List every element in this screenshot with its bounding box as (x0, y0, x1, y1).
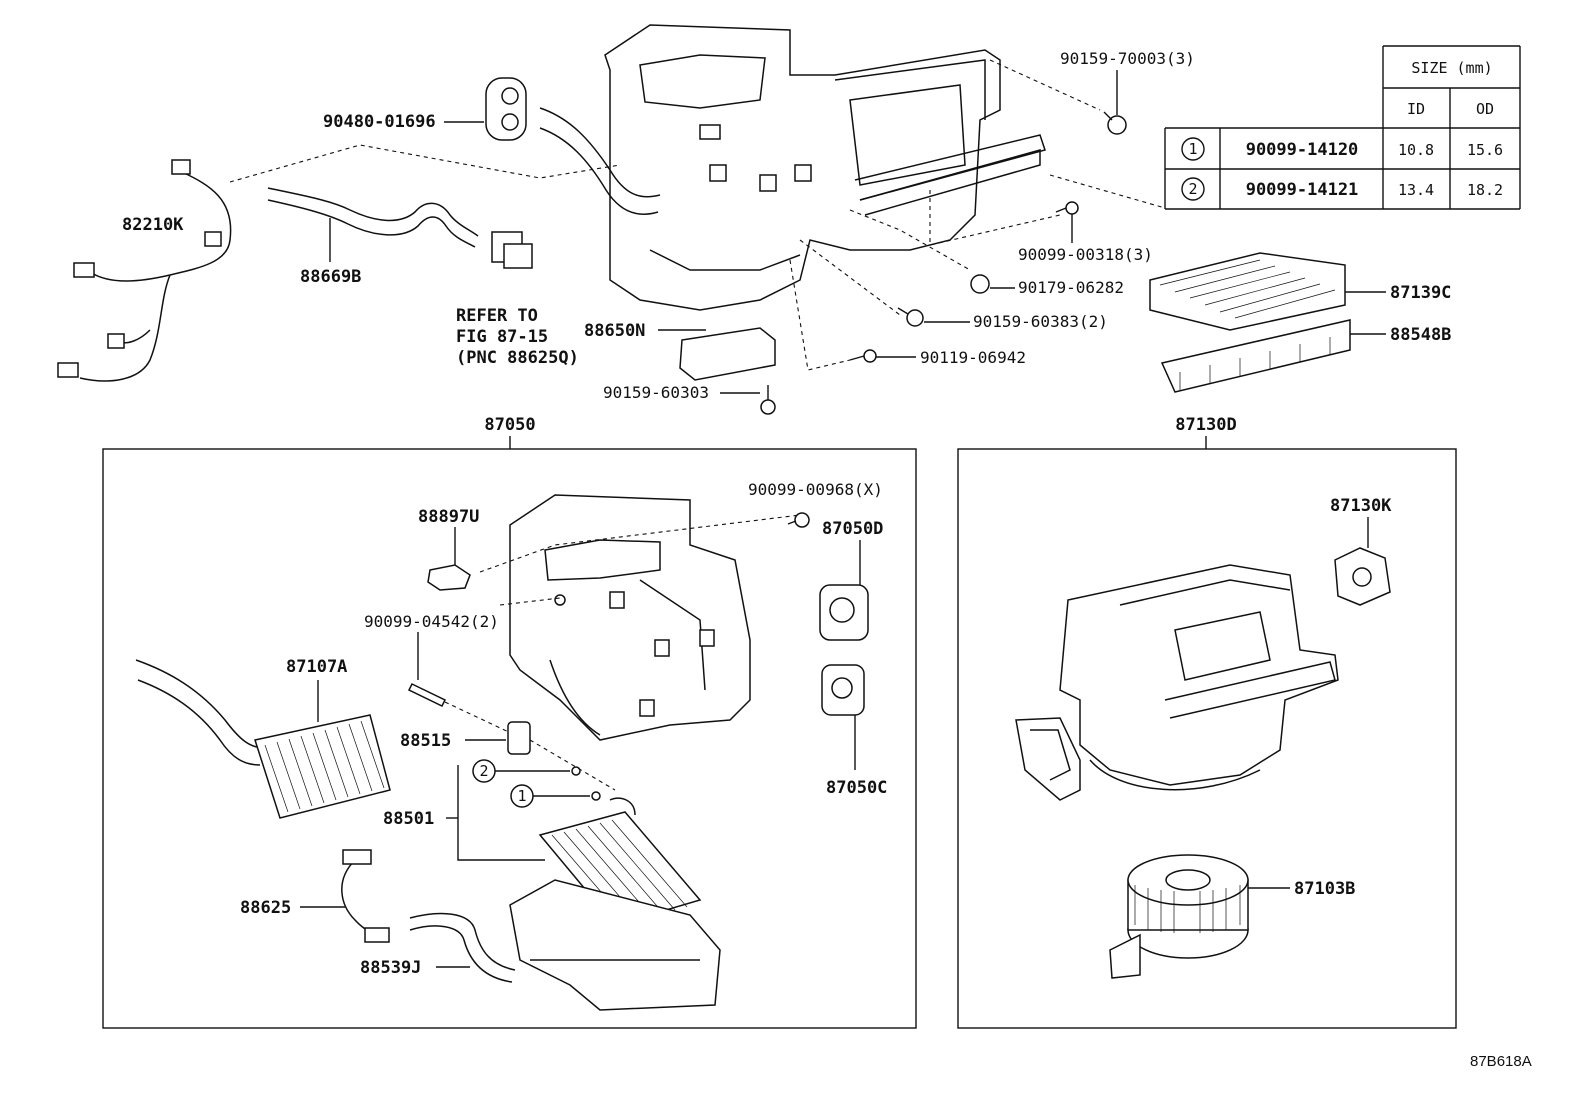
bolt-90099-04542-drawing (407, 632, 516, 736)
label-87050C: 87050C (826, 778, 887, 798)
blower-unit-drawing (1015, 564, 1339, 801)
lower-case-drawing (509, 879, 721, 1011)
label-88669B: 88669B (300, 267, 361, 287)
label-90480-01696: 90480-01696 (323, 112, 436, 132)
label-90099-04542: 90099-04542(2) (364, 612, 499, 631)
control-unit-88650N-drawing (658, 327, 776, 381)
filter-87139C-drawing (1149, 252, 1386, 331)
label-90159-60303: 90159-60303 (603, 383, 709, 402)
blower-motor-87103B-drawing (1109, 854, 1290, 979)
size-row-1-mark: 1 (1188, 140, 1197, 158)
size-table: SIZE (mm) ID OD 1 90099-14120 10.8 15.6 … (1164, 45, 1521, 210)
hose-88669B-drawing (267, 187, 479, 262)
label-pnc-88625q: (PNC 88625Q) (456, 348, 579, 368)
label-circle-1: 1 (517, 787, 526, 805)
top-dashed-leaders (229, 59, 1166, 371)
top-labels: 90480-01696 82210K 88669B REFER TO FIG 8… (122, 49, 1451, 402)
size-table-col-id: ID (1407, 100, 1425, 118)
label-88625: 88625 (240, 898, 291, 918)
actuator-87130K-drawing (1334, 517, 1391, 606)
drain-hose-88539J-drawing (409, 912, 516, 983)
size-row-1-od: 15.6 (1467, 141, 1503, 159)
heater-case-drawing (479, 494, 801, 741)
size-row-1-id: 10.8 (1398, 141, 1434, 159)
size-table-title: SIZE (mm) (1411, 59, 1492, 77)
label-87103B: 87103B (1294, 879, 1355, 899)
label-87050D: 87050D (822, 519, 883, 539)
box-87130D: 87130D (957, 415, 1457, 1029)
wire-88625-drawing (300, 849, 390, 943)
wire-harness-82210K-drawing (57, 159, 232, 382)
size-row-1-part: 90099-14120 (1246, 140, 1359, 160)
label-90159-70003: 90159-70003(3) (1060, 49, 1195, 68)
box-87050: 87050 (102, 415, 917, 1029)
label-88548B: 88548B (1390, 325, 1451, 345)
servo-87050D-drawing (819, 540, 869, 641)
filter-case-88548B-drawing (1160, 319, 1386, 393)
main-hvac-unit-drawing (539, 24, 1046, 311)
size-row-2-od: 18.2 (1467, 181, 1503, 199)
label-90179-06282: 90179-06282 (1018, 278, 1124, 297)
figure-id: 87B618A (1470, 1053, 1532, 1070)
heater-core-87107A-drawing (135, 659, 391, 819)
label-87107A: 87107A (286, 657, 347, 677)
grommet-90480-01696-drawing (444, 77, 527, 141)
box-87130D-labels: 87130K 87103B (1294, 496, 1392, 899)
label-88501: 88501 (383, 809, 434, 829)
label-fig-87-15: FIG 87-15 (456, 327, 548, 347)
label-82210K: 82210K (122, 215, 184, 235)
sensor-88897U-drawing (427, 527, 471, 591)
label-88539J: 88539J (360, 958, 421, 978)
label-90099-00318: 90099-00318(3) (1018, 245, 1153, 264)
box-87050-labels: 90099-00968(X) 88897U 87050D 90099-04542… (240, 480, 887, 978)
size-row-2-id: 13.4 (1398, 181, 1434, 199)
label-87130D: 87130D (1175, 415, 1236, 435)
label-88897U: 88897U (418, 507, 479, 527)
expansion-valve-88515-drawing (465, 721, 616, 791)
size-table-col-od: OD (1476, 100, 1494, 118)
label-90119-06942: 90119-06942 (920, 348, 1026, 367)
label-88650N: 88650N (584, 321, 645, 341)
o-rings-drawing: 2 1 (446, 759, 601, 861)
servo-87050C-drawing (821, 664, 865, 770)
label-refer-to: REFER TO (456, 306, 538, 326)
label-90159-60383: 90159-60383(2) (973, 312, 1108, 331)
label-87139C: 87139C (1390, 283, 1451, 303)
label-87130K: 87130K (1330, 496, 1392, 516)
size-row-2-mark: 2 (1188, 180, 1197, 198)
size-row-2-part: 90099-14121 (1246, 180, 1359, 200)
label-88515: 88515 (400, 731, 451, 751)
label-90099-00968: 90099-00968(X) (748, 480, 883, 499)
label-circle-2: 2 (479, 762, 488, 780)
screw-90099-00968-drawing (787, 512, 810, 528)
label-87050: 87050 (484, 415, 535, 435)
connector-refer-drawing (491, 231, 533, 269)
fasteners-top-drawing (760, 111, 1127, 415)
